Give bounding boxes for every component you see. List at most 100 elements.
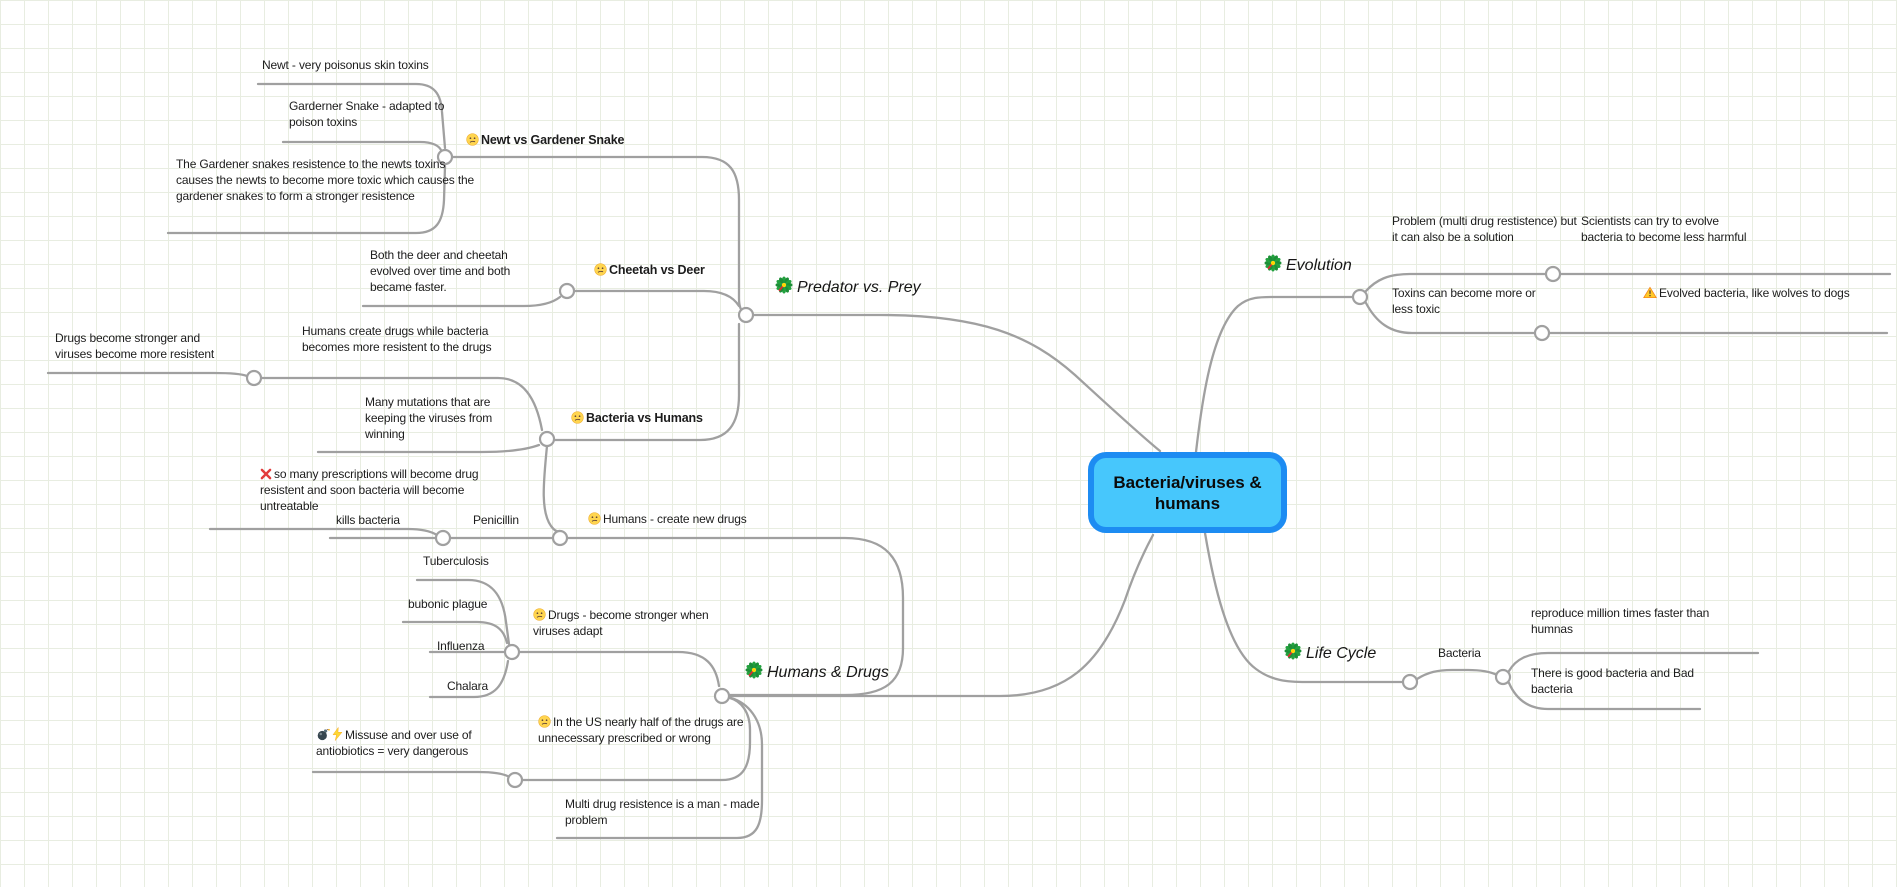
branch-humans-and-drugs[interactable]: Humans & Drugs	[745, 661, 889, 682]
node-deer-cheetah-evolved[interactable]: Both the deer and cheetah evolved over t…	[370, 247, 532, 295]
node-label: There is good bacteria and Bad bacteria	[1531, 666, 1694, 696]
node-bacteria-vs-humans[interactable]: Bacteria vs Humans	[571, 410, 703, 426]
node-prescriptions-resistent[interactable]: so many prescriptions will become drug r…	[260, 466, 522, 514]
node-label: Garderner Snake - adapted to poison toxi…	[289, 99, 445, 129]
collapse-toggle[interactable]	[538, 430, 556, 448]
node-label: The Gardener snakes resistence to the ne…	[176, 157, 475, 203]
collapse-toggle[interactable]	[558, 282, 576, 300]
high-voltage-icon	[332, 727, 343, 741]
collapse-toggle[interactable]	[1494, 668, 1512, 686]
collapse-toggle[interactable]	[1351, 288, 1369, 306]
connector	[520, 696, 752, 782]
node-toxins-more-less[interactable]: Toxins can become more or less toxic	[1392, 285, 1554, 317]
node-newt-toxins[interactable]: Newt - very poisonus skin toxins	[262, 57, 429, 73]
connector	[1507, 681, 1702, 711]
node-influenza[interactable]: Influenza	[437, 638, 485, 654]
collapse-toggle[interactable]	[503, 643, 521, 661]
node-newt-vs-gardener-snake[interactable]: Newt vs Gardener Snake	[466, 132, 624, 148]
node-scientists-evolve[interactable]: Scientists can try to evolve bacteria to…	[1581, 213, 1753, 245]
collapse-toggle[interactable]	[713, 687, 731, 705]
node-label: kills bacteria	[336, 513, 400, 527]
node-label: Cheetah vs Deer	[609, 263, 705, 277]
branch-predator-vs-prey[interactable]: Predator vs. Prey	[775, 276, 921, 297]
node-problem-solution[interactable]: Problem (multi drug restistence) but it …	[1392, 213, 1580, 245]
node-missuse-antiobiotics[interactable]: Missuse and over use of antiobiotics = v…	[316, 727, 524, 759]
branch-life-cycle[interactable]: Life Cycle	[1284, 642, 1376, 663]
collapse-toggle[interactable]	[436, 148, 454, 166]
connector	[1415, 668, 1499, 681]
rosette-icon	[1264, 254, 1282, 272]
node-chalara[interactable]: Chalara	[447, 678, 488, 694]
node-reproduce-faster[interactable]: reproduce million times faster than humn…	[1531, 605, 1723, 637]
node-tuberculosis[interactable]: Tuberculosis	[423, 553, 489, 569]
node-label: Influenza	[437, 639, 485, 653]
node-label: Both the deer and cheetah evolved over t…	[370, 248, 511, 294]
collapse-toggle[interactable]	[551, 529, 569, 547]
node-label: In the US nearly half of the drugs are u…	[538, 715, 744, 745]
node-many-mutations[interactable]: Many mutations that are keeping the viru…	[365, 394, 517, 442]
connector	[311, 770, 513, 780]
root-node-label: Bacteria/viruses & humans	[1113, 472, 1262, 513]
node-label: reproduce million times faster than humn…	[1531, 606, 1710, 636]
node-label: Toxins can become more or less toxic	[1392, 286, 1536, 316]
collapse-toggle[interactable]	[1401, 673, 1419, 691]
confused-face-icon	[466, 133, 479, 146]
confused-face-icon	[594, 263, 607, 276]
connector	[415, 578, 511, 646]
node-good-bad-bacteria[interactable]: There is good bacteria and Bad bacteria	[1531, 665, 1699, 697]
collapse-toggle[interactable]	[434, 529, 452, 547]
confused-face-icon	[538, 715, 551, 728]
connector	[281, 140, 443, 152]
node-label: Drugs become stronger and viruses become…	[55, 331, 215, 361]
node-multi-drug-manmade[interactable]: Multi drug resistence is a man - made pr…	[565, 796, 765, 828]
node-humans-create-new-drugs[interactable]: Humans - create new drugs	[588, 511, 747, 527]
node-cheetah-vs-deer[interactable]: Cheetah vs Deer	[594, 262, 705, 278]
node-bacteria[interactable]: Bacteria	[1438, 645, 1481, 661]
connector	[1507, 651, 1760, 673]
node-bubonic-plague[interactable]: bubonic plague	[408, 596, 487, 612]
node-label: Multi drug resistence is a man - made pr…	[565, 797, 760, 827]
connector	[256, 82, 447, 150]
collapse-toggle[interactable]	[1544, 265, 1562, 283]
node-gardener-resistence[interactable]: The Gardener snakes resistence to the ne…	[176, 156, 476, 204]
connector	[208, 527, 439, 537]
node-us-prescriptions[interactable]: In the US nearly half of the drugs are u…	[538, 714, 766, 746]
bomb-icon	[316, 727, 330, 741]
connector	[1364, 301, 1536, 335]
node-drugs-become-stronger[interactable]: Drugs - become stronger when viruses ada…	[533, 607, 738, 639]
confused-face-icon	[571, 411, 584, 424]
root-node[interactable]: Bacteria/viruses & humans	[1088, 452, 1287, 533]
cross-mark-icon	[260, 468, 272, 480]
rosette-icon	[1284, 642, 1302, 660]
collapse-toggle[interactable]	[737, 306, 755, 324]
collapse-toggle[interactable]	[245, 369, 263, 387]
node-humans-create-drugs[interactable]: Humans create drugs while bacteria becom…	[302, 323, 510, 355]
node-label: Missuse and over use of antiobiotics = v…	[316, 728, 472, 758]
branch-evolution[interactable]: Evolution	[1264, 254, 1352, 275]
node-drugs-stronger-resistent[interactable]: Drugs become stronger and viruses become…	[55, 330, 239, 362]
connector	[572, 289, 741, 308]
node-penicillin[interactable]: Penicillin	[473, 512, 519, 528]
connector	[751, 313, 1162, 453]
node-label: Humans - create new drugs	[603, 512, 747, 526]
node-kills-bacteria[interactable]: kills bacteria	[336, 512, 400, 528]
confused-face-icon	[533, 608, 546, 621]
branch-label: Predator vs. Prey	[797, 279, 921, 296]
connector	[401, 620, 509, 645]
collapse-toggle[interactable]	[1533, 324, 1551, 342]
connector	[1194, 295, 1354, 454]
node-label: Bacteria	[1438, 646, 1481, 660]
node-label: Scientists can try to evolve bacteria to…	[1581, 214, 1747, 244]
node-evolved-bacteria-wolves[interactable]: Evolved bacteria, like wolves to dogs	[1643, 285, 1865, 301]
connector	[361, 295, 562, 308]
collapse-toggle[interactable]	[506, 771, 524, 789]
node-gardener-snake-adapted[interactable]: Garderner Snake - adapted to poison toxi…	[289, 98, 447, 130]
connector	[565, 536, 905, 697]
node-label: Penicillin	[473, 513, 519, 527]
node-label: Chalara	[447, 679, 488, 693]
node-label: Humans create drugs while bacteria becom…	[302, 324, 492, 354]
connector	[428, 659, 510, 699]
node-label: Bacteria vs Humans	[586, 411, 703, 425]
